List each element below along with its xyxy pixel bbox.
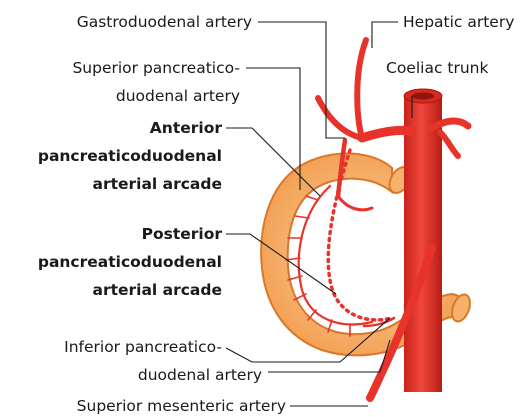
label-superior-pancreaticoduodenal-2: duodenal artery bbox=[116, 87, 240, 105]
label-inferior-pancreaticoduodenal-2: duodenal artery bbox=[138, 366, 262, 384]
label-hepatic-artery: Hepatic artery bbox=[403, 13, 514, 31]
label-anterior-arcade-3: arterial arcade bbox=[92, 175, 222, 193]
label-anterior-arcade-2: pancreaticoduodenal bbox=[38, 147, 222, 165]
coeliac-trunk bbox=[318, 40, 468, 156]
label-posterior-arcade-2: pancreaticoduodenal bbox=[38, 253, 222, 271]
label-posterior-arcade-1: Posterior bbox=[142, 225, 223, 243]
label-superior-pancreaticoduodenal-1: Superior pancreatico- bbox=[72, 59, 240, 77]
label-posterior-arcade-3: arterial arcade bbox=[92, 281, 222, 299]
label-gastroduodenal-artery: Gastroduodenal artery bbox=[77, 13, 252, 31]
label-inferior-pancreaticoduodenal-1: Inferior pancreatico- bbox=[64, 338, 222, 356]
label-superior-mesenteric-artery: Superior mesenteric artery bbox=[77, 397, 286, 415]
label-anterior-arcade-1: Anterior bbox=[150, 119, 223, 137]
label-coeliac-trunk: Coeliac trunk bbox=[386, 59, 488, 77]
